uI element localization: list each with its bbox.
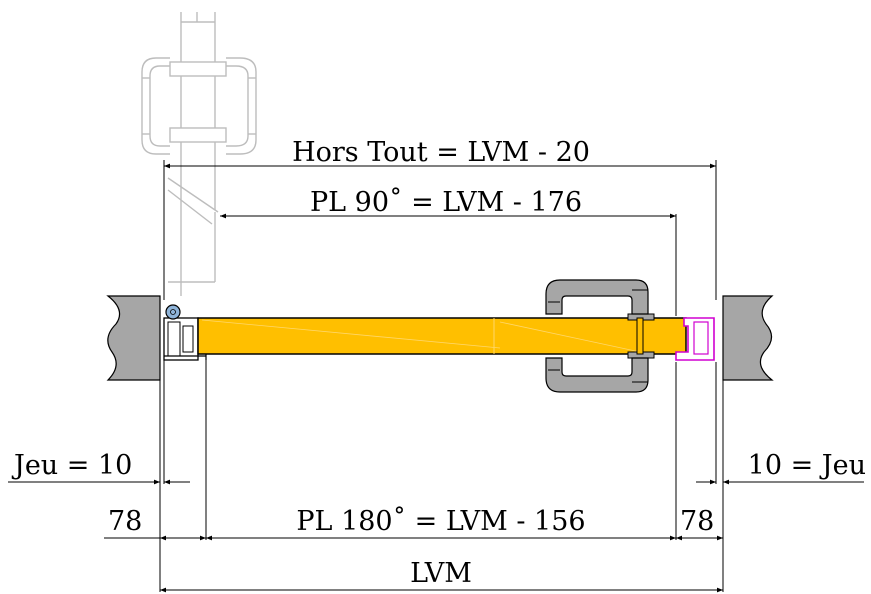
wall-left (106, 295, 161, 381)
pl180-label: PL 180˚ = LVM - 156 (296, 505, 585, 537)
dimension-lines (8, 163, 864, 593)
lvm-label: LVM (410, 558, 472, 589)
hors-tout-label: Hors Tout = LVM - 20 (292, 137, 590, 168)
hinge-icon (165, 304, 181, 320)
door-leaf (197, 317, 687, 355)
door-open-90-ghost (141, 12, 257, 296)
frame-left (163, 317, 207, 361)
extension-lines (159, 160, 724, 592)
jeu-right-label: 10 = Jeu (748, 450, 866, 481)
dim-78-right-label: 78 (680, 506, 714, 537)
pl90-label: PL 90˚ = LVM - 176 (310, 186, 582, 218)
door-handle (545, 279, 655, 393)
wall-right (722, 295, 774, 381)
dim-78-left-label: 78 (108, 506, 142, 537)
jeu-left-label: Jeu = 10 (11, 450, 132, 481)
frame-right (675, 317, 715, 361)
